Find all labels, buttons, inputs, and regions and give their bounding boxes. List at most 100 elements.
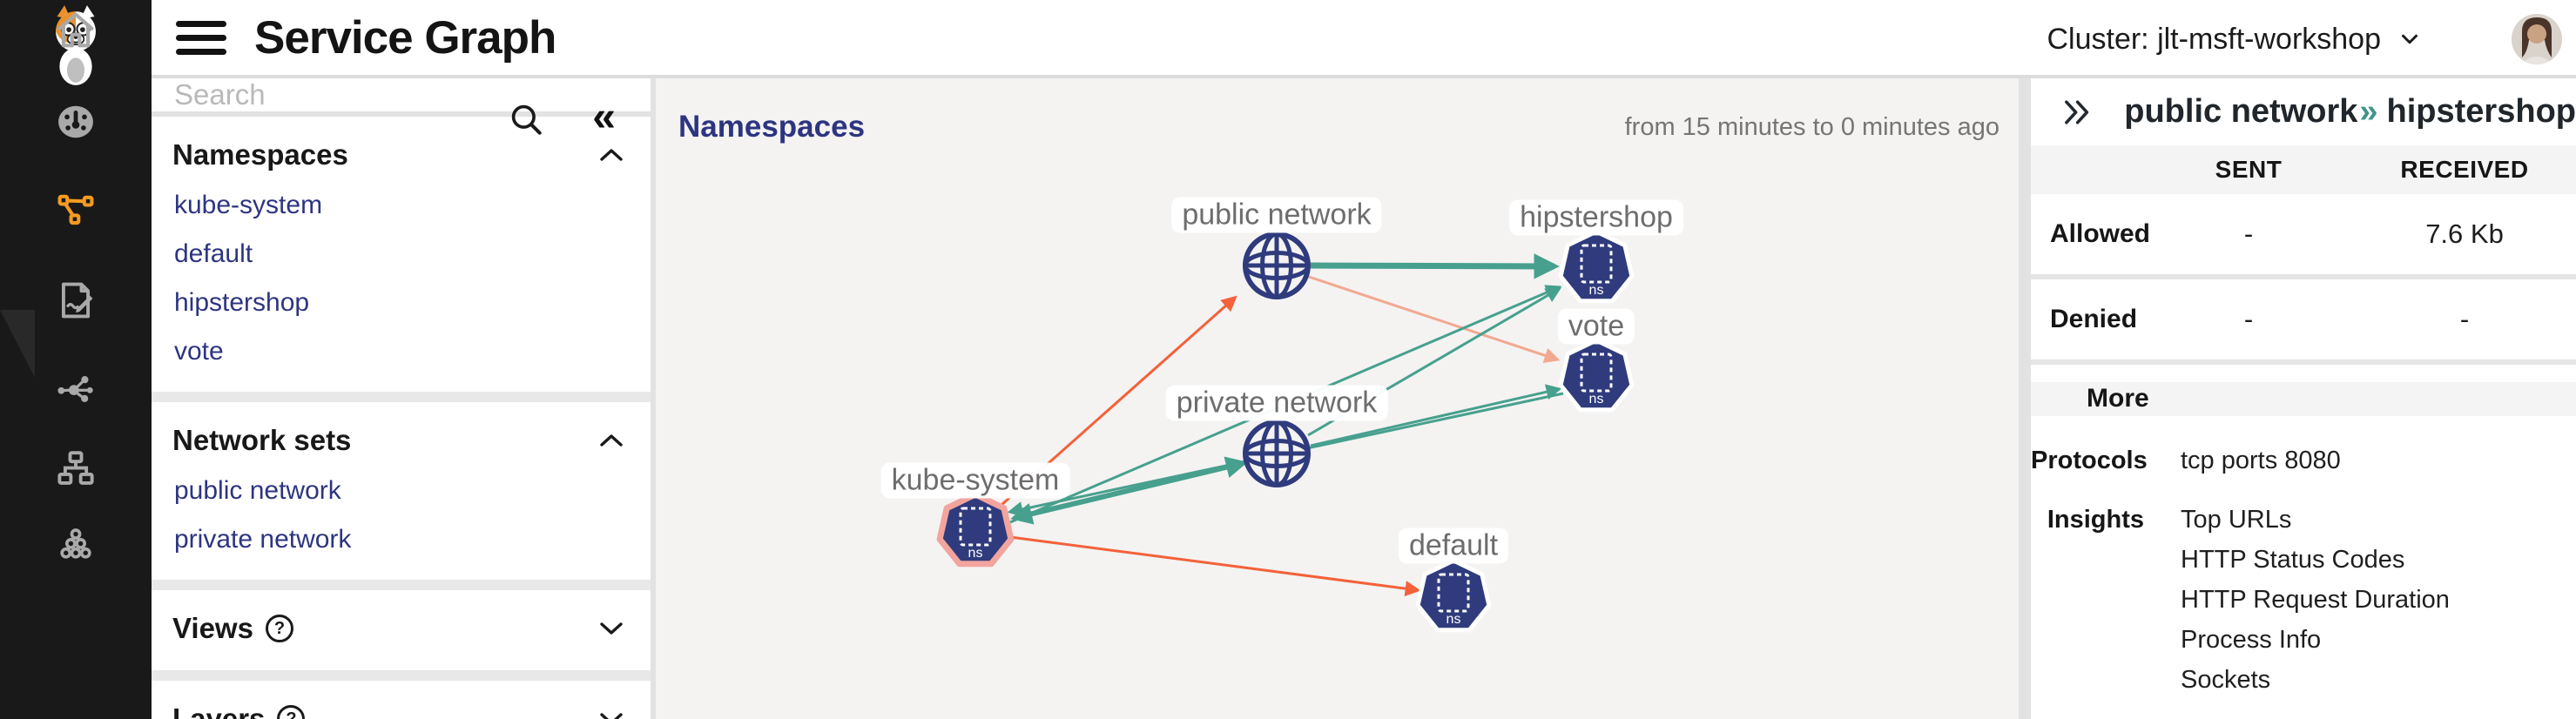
- rail-item-service-graph[interactable]: [0, 180, 152, 241]
- node-kube-system[interactable]: ns: [936, 491, 1015, 568]
- help-icon[interactable]: ?: [265, 615, 293, 642]
- search-icon[interactable]: [508, 101, 546, 139]
- time-range-label: from 15 minutes to 0 minutes ago: [1624, 113, 1999, 141]
- rail-item-dashboard[interactable]: [0, 91, 152, 152]
- chevron-up-icon[interactable]: [598, 146, 624, 164]
- rail-item-policies[interactable]: [0, 270, 152, 331]
- edge-public-network-to-vote[interactable]: [1308, 275, 1561, 363]
- stats-sent-value: -: [2243, 304, 2254, 335]
- section-header[interactable]: Network sets: [152, 414, 651, 467]
- service-graph-icon: [57, 194, 94, 225]
- chevron-down-icon[interactable]: [598, 620, 624, 637]
- sidebar-sections: Namespaces kube-system default hipstershop v…: [152, 117, 651, 719]
- breadcrumb: public network»hipstershop: [2031, 78, 2576, 145]
- stats-sent-value: -: [2243, 218, 2254, 250]
- sidebar-item-kube-system[interactable]: kube-system: [174, 191, 323, 219]
- service-graph-canvas[interactable]: ns ns ns ns: [656, 78, 2019, 719]
- col-received: RECEIVED: [2400, 156, 2529, 184]
- cluster-selector[interactable]: Cluster: jlt-msft-workshop: [2047, 0, 2423, 78]
- menu-icon[interactable]: [176, 17, 228, 57]
- node-label-kube-system: kube-system: [880, 462, 1070, 499]
- graph-pane-title: Namespaces: [678, 110, 866, 144]
- detail-value: tcp ports 8080: [2181, 447, 2341, 474]
- sidebar-section-views: Views?: [152, 590, 651, 670]
- section-title: Network sets: [172, 424, 352, 456]
- detail-label: Insights: [2047, 506, 2144, 534]
- rail-item-access-graph[interactable]: [0, 359, 152, 420]
- stats-row-label: Denied: [2050, 305, 2138, 334]
- more-toggle[interactable]: More: [2031, 381, 2576, 416]
- edge-title: public network»hipstershop: [2124, 93, 2576, 131]
- graph-pane[interactable]: ns ns ns ns public network private network hi…: [656, 78, 2019, 719]
- breadcrumb-separator-icon: »: [2359, 93, 2378, 131]
- left-icon-rail: [0, 0, 152, 719]
- node-label-default: default: [1398, 527, 1509, 564]
- namespaces-icon: [60, 528, 91, 559]
- cluster-label: Cluster: jlt-msft-workshop: [2047, 22, 2381, 56]
- node-private-network[interactable]: [1243, 420, 1311, 487]
- stats-row-allowed: Allowed-7.6 Kb: [2031, 194, 2576, 275]
- home-icon: [57, 12, 94, 48]
- collapse-sidebar-icon[interactable]: «: [592, 94, 616, 140]
- sidebar-item-default[interactable]: default: [174, 239, 253, 268]
- chevron-down-icon[interactable]: [598, 710, 624, 719]
- section-title: Namespaces: [172, 138, 348, 171]
- user-avatar[interactable]: [2512, 14, 2562, 64]
- rail-item-namespaces[interactable]: [0, 515, 152, 576]
- more-label: More: [2087, 384, 2149, 413]
- node-hipstershop[interactable]: ns: [1558, 229, 1635, 304]
- section-title: Views: [172, 612, 253, 644]
- node-vote[interactable]: ns: [1558, 338, 1635, 413]
- chevron-down-icon: [2402, 34, 2418, 44]
- detail-value: Top URLs: [2181, 506, 2292, 534]
- sidebar-item-public-network[interactable]: public network: [174, 476, 341, 505]
- stats-received-value: -: [2459, 304, 2470, 335]
- graph-panel-divider: [2019, 78, 2031, 719]
- access-graph-icon: [57, 376, 93, 402]
- sidebar-section-namespaces: Namespaces kube-system default hipstershop v…: [152, 117, 651, 392]
- sidebar-item-private-network[interactable]: private network: [174, 525, 352, 554]
- edge-kube-system-to-private-network[interactable]: [1010, 456, 1248, 525]
- node-label-public-network: public network: [1171, 197, 1382, 233]
- top-bar: Service Graph Cluster: jlt-msft-workshop: [152, 0, 2576, 78]
- edge-kube-system-to-default[interactable]: [1009, 535, 1421, 597]
- help-icon[interactable]: ?: [277, 705, 306, 719]
- node-public-network[interactable]: [1243, 232, 1311, 299]
- policies-icon: [61, 282, 93, 319]
- node-label-private-network: private network: [1165, 385, 1388, 421]
- detail-value: HTTP Status Codes: [2181, 546, 2405, 574]
- edge-public-network-to-hipstershop[interactable]: [1310, 253, 1560, 279]
- sidebar-item-vote[interactable]: vote: [174, 337, 224, 366]
- detail-value: Sockets: [2181, 666, 2271, 694]
- details-panel: public network»hipstershop SENT RECEIVED…: [2031, 78, 2576, 719]
- rail-item-clusters[interactable]: [0, 438, 152, 499]
- section-header[interactable]: Namespaces: [152, 129, 651, 181]
- stats-row-label: Allowed: [2050, 219, 2151, 249]
- rail-item-home[interactable]: [0, 0, 152, 61]
- breadcrumb-target: hipstershop: [2386, 93, 2576, 131]
- edge-private-network-to-vote[interactable]: [1310, 384, 1562, 447]
- stats-row-denied: Denied - -: [2031, 279, 2576, 360]
- collapse-panel-icon[interactable]: [2060, 95, 2093, 130]
- more-gap: [2031, 365, 2576, 382]
- node-default[interactable]: ns: [1415, 558, 1492, 633]
- section-header[interactable]: Layers?: [152, 693, 651, 719]
- search-input[interactable]: [174, 78, 505, 111]
- detail-value: Process Info: [2181, 626, 2322, 654]
- col-sent: SENT: [2215, 156, 2283, 184]
- node-label-vote: vote: [1557, 308, 1635, 345]
- search-bar: «: [152, 78, 651, 140]
- svg-text:ns: ns: [968, 546, 983, 561]
- node-label-hipstershop: hipstershop: [1509, 199, 1683, 236]
- section-title: Layers: [172, 702, 266, 719]
- svg-text:ns: ns: [1446, 612, 1461, 627]
- breadcrumb-source: public network: [2124, 93, 2358, 131]
- sidebar-graph-divider: [651, 78, 656, 719]
- sidebar-item-hipstershop[interactable]: hipstershop: [174, 288, 310, 317]
- stats-header-row: SENT RECEIVED: [2031, 145, 2576, 195]
- chevron-up-icon[interactable]: [598, 432, 624, 449]
- section-header[interactable]: Views?: [152, 602, 651, 655]
